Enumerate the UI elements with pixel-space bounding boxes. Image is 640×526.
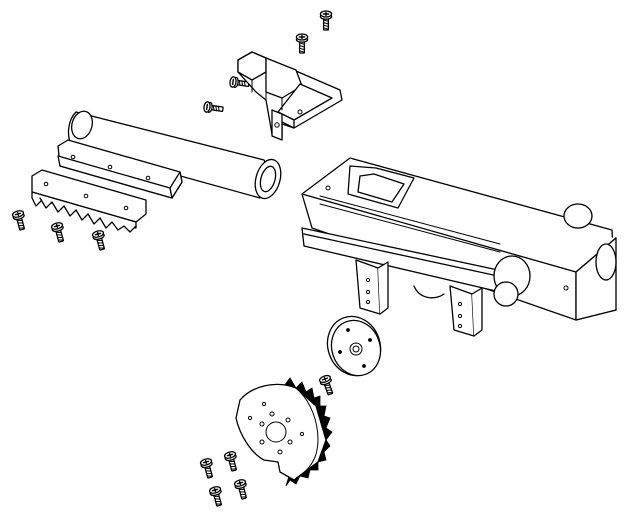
- screw-rack-3: [91, 228, 109, 252]
- screw-top-1: [319, 10, 333, 31]
- screw-gear-4: [233, 477, 251, 501]
- screw-gear-1: [199, 456, 217, 480]
- screw-horn: [318, 373, 337, 397]
- screw-gear-2: [223, 449, 241, 473]
- screw-bracket-left-2: [202, 100, 225, 116]
- flat-bar: [57, 139, 183, 199]
- cylinder-tube: [67, 110, 282, 200]
- screw-rack-2: [50, 220, 68, 244]
- screw-top-2: [295, 33, 309, 54]
- spur-gear-sector: [235, 377, 333, 487]
- servo-housing: [301, 157, 617, 337]
- screw-gear-3: [208, 484, 226, 508]
- servo-horn-disc: [326, 315, 382, 377]
- gear-rack-bar: [31, 169, 147, 233]
- servo-mount-bracket: [237, 51, 343, 141]
- screw-rack-1: [11, 208, 29, 232]
